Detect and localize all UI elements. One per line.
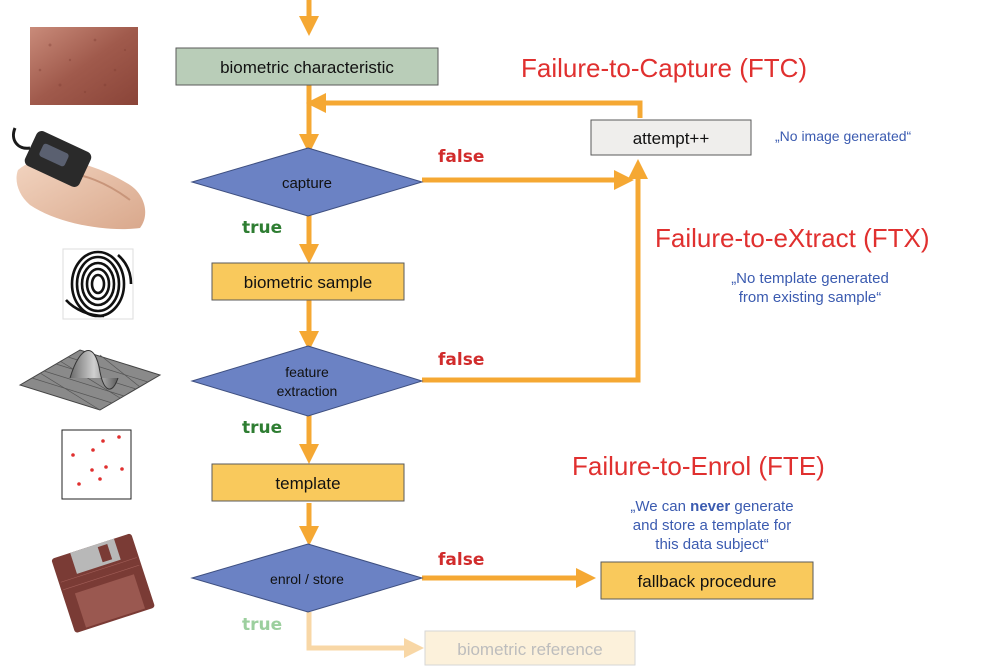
false-label-capture: false: [438, 147, 484, 167]
label-biometric-characteristic: biometric characteristic: [220, 58, 394, 77]
node-template: template: [211, 463, 405, 502]
true-label-capture: true: [242, 218, 282, 238]
label-enrol-store: enrol / store: [270, 571, 344, 587]
fte-note-never: never: [690, 498, 730, 515]
label-capture: capture: [282, 175, 332, 192]
label-feature-extraction-2: extraction: [277, 383, 338, 399]
node-capture-decision: capture: [190, 147, 424, 217]
fte-note-line1: „We can never generate: [630, 498, 793, 515]
label-biometric-sample: biometric sample: [244, 273, 373, 292]
skin-texture-icon: [30, 27, 138, 105]
ftx-note-line2: from existing sample“: [739, 289, 882, 306]
minutiae-points-icon: [61, 429, 132, 500]
fte-note-line3: this data subject“: [655, 536, 768, 553]
node-enrol-store-decision: enrol / store: [190, 543, 424, 613]
fte-note-line1-pre: „We can: [630, 498, 690, 515]
label-feature-extraction-1: feature: [285, 364, 329, 380]
node-biometric-characteristic: biometric characteristic: [175, 47, 439, 86]
node-biometric-reference: biometric reference: [424, 630, 636, 666]
fte-note-line2: and store a template for: [633, 517, 791, 534]
fingerprint-icon: [62, 248, 134, 320]
ftx-note-line1: „No template generated: [731, 270, 889, 287]
node-attempt: attempt++: [590, 119, 752, 156]
label-attempt: attempt++: [633, 129, 710, 148]
label-fallback-procedure: fallback procedure: [638, 572, 777, 591]
floppy-disk-icon: [51, 533, 155, 633]
node-feature-extraction-decision: feature extraction: [190, 345, 424, 417]
fte-title: Failure-to-Enrol (FTE): [572, 451, 825, 481]
true-label-extraction: true: [242, 418, 282, 438]
label-template: template: [275, 474, 340, 493]
ftc-title: Failure-to-Capture (FTC): [521, 53, 807, 83]
false-label-enrol: false: [438, 550, 484, 570]
ftc-note: „No image generated“: [775, 128, 912, 144]
fingerprint-scanner-icon: [12, 127, 146, 230]
connectors: [299, 0, 648, 658]
false-label-extraction: false: [438, 350, 484, 370]
arrow-attempt-retry: [306, 93, 643, 118]
arrow-extraction-false: [422, 159, 648, 383]
true-label-enrol: true: [242, 615, 282, 635]
arrow-enrol-true: [306, 612, 424, 658]
ftx-title: Failure-to-eXtract (FTX): [655, 223, 930, 253]
label-biometric-reference: biometric reference: [457, 640, 603, 659]
node-fallback-procedure: fallback procedure: [600, 561, 814, 600]
node-biometric-sample: biometric sample: [211, 262, 405, 301]
fte-note-line1-post: generate: [730, 498, 793, 515]
wave-surface-icon: [18, 349, 162, 411]
